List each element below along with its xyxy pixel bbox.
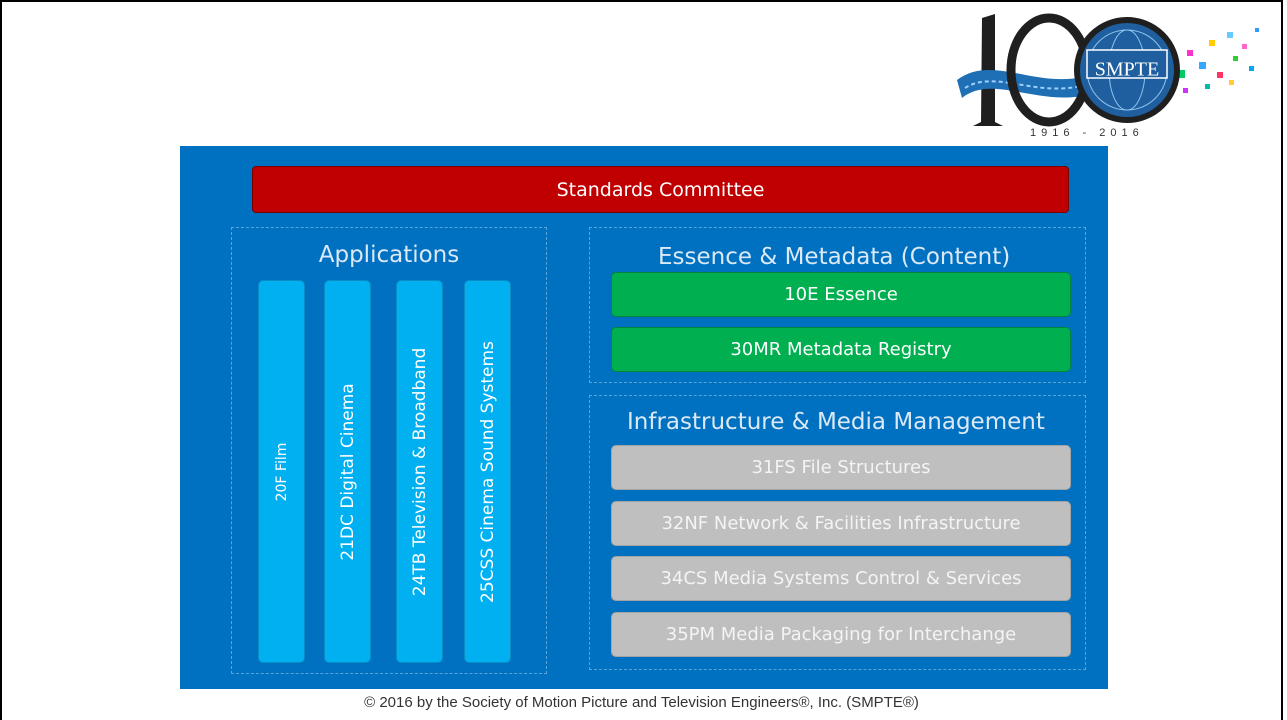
infra-box-34cs: 34CS Media Systems Control & Services [611,556,1071,601]
logo-brand-text: SMPTE [1095,59,1159,81]
app-label: 25CSS Cinema Sound Systems [477,340,498,603]
app-label: 24TB Television & Broadband [409,347,430,596]
essence-metadata-title: Essence & Metadata (Content) [658,244,1011,270]
app-box-25css: 25CSS Cinema Sound Systems [464,280,511,663]
copyright-notice: © 2016 by the Society of Motion Picture … [364,694,919,711]
smpte-100-logo: SMPTE [957,13,1259,127]
applications-group: Applications [231,227,547,674]
app-box-21dc: 21DC Digital Cinema [324,280,371,663]
standards-committee-box: Standards Committee [252,166,1069,213]
applications-title: Applications [318,242,460,268]
infra-box-31fs: 31FS File Structures [611,445,1071,490]
logo-years: 1916 - 2016 [1030,127,1144,139]
infra-box-32nf: 32NF Network & Facilities Infrastructure [611,501,1071,546]
infrastructure-title: Infrastructure & Media Management [627,409,1045,435]
essence-box-10e: 10E Essence [611,272,1071,317]
standards-diagram: Standards Committee Applications 20F Fil… [180,146,1108,689]
app-box-20f: 20F Film [258,280,305,663]
infra-box-35pm: 35PM Media Packaging for Interchange [611,612,1071,657]
app-label: 21DC Digital Cinema [337,382,358,561]
app-label: 20F Film [273,442,290,501]
infrastructure-group: Infrastructure & Media Management [589,395,1086,670]
essence-metadata-group: Essence & Metadata (Content) [589,227,1086,383]
film-strip [957,68,1112,98]
app-box-24tb: 24TB Television & Broadband [396,280,443,663]
essence-box-30mr: 30MR Metadata Registry [611,327,1071,372]
